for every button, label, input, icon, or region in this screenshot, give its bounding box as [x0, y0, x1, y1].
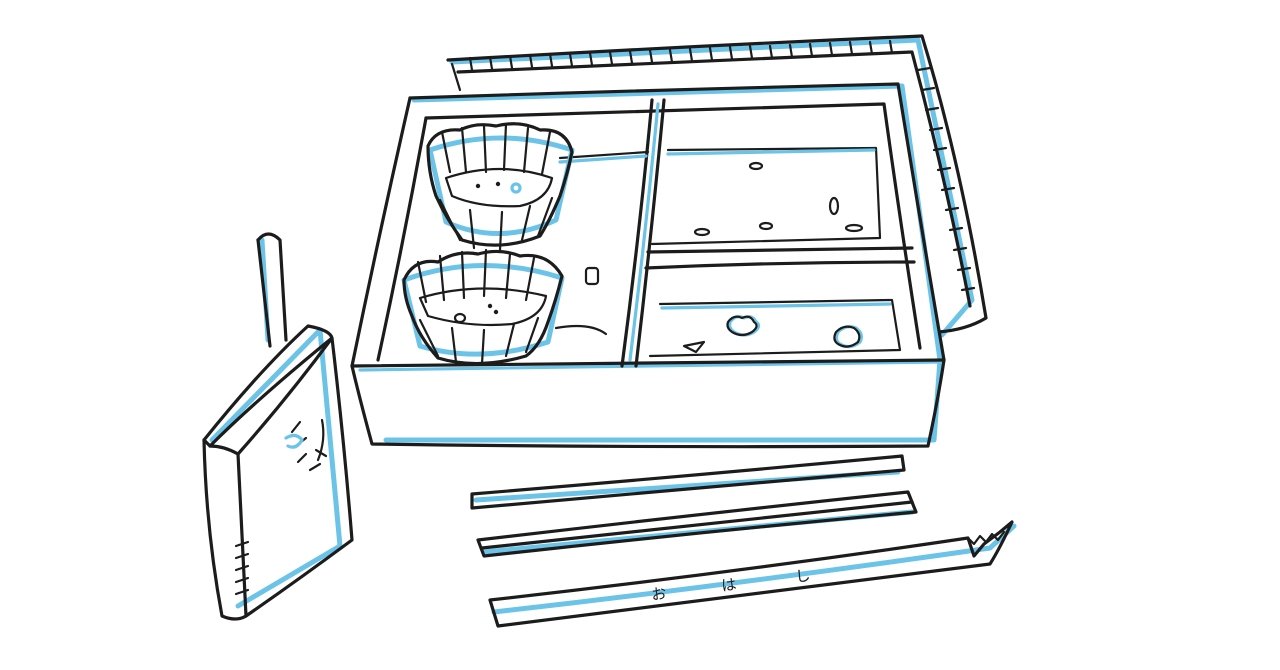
chopsticks — [470, 454, 918, 558]
food-cup-lower — [401, 248, 565, 366]
food-cup-upper — [426, 122, 575, 252]
bento-lid — [446, 34, 988, 338]
bento-box — [350, 82, 946, 449]
sleeve-char-1: お — [650, 584, 667, 604]
chopstick-sleeve: お は し — [488, 520, 1017, 628]
sleeve-char-2: は — [720, 575, 737, 595]
food-crumbs — [584, 161, 864, 354]
juice-box — [202, 232, 354, 621]
sleeve-char-3: し — [794, 566, 811, 586]
